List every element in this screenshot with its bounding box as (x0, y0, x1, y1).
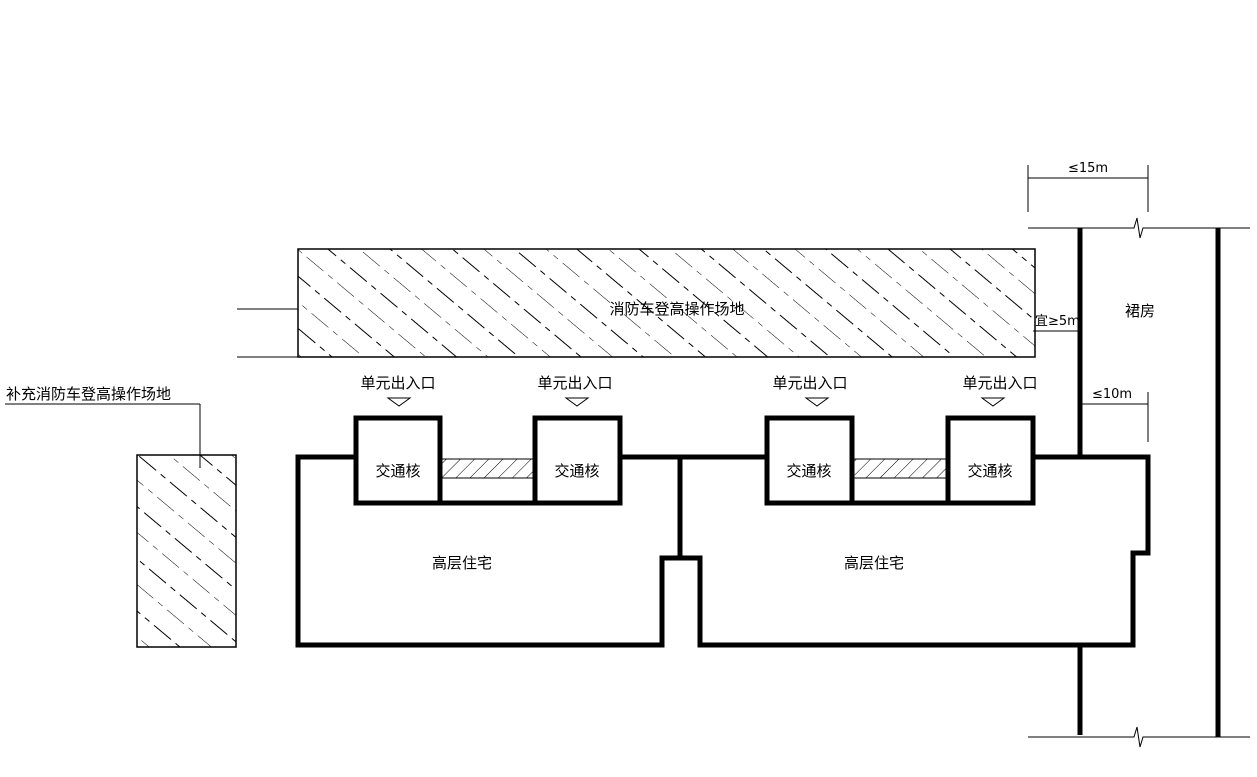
entrance-triangle-icon (564, 397, 590, 407)
dimension-podium-depth: ≤15m (1027, 161, 1149, 212)
dimension-label: ≤15m (1068, 161, 1108, 176)
entrance-label: 单元出入口 (962, 374, 1037, 392)
core: 交通核 (764, 415, 855, 506)
entrance-triangle-icon (386, 397, 412, 407)
core-label: 交通核 (786, 462, 831, 480)
entrance-triangle-icon (980, 397, 1006, 407)
corridor-hatch (441, 458, 534, 479)
dimension-site-overlap: ≤10m (1080, 387, 1149, 442)
entrance-label: 单元出入口 (772, 374, 847, 392)
high-rise-residential-outline (295, 454, 1151, 648)
core: 交通核 (353, 415, 443, 506)
entrance-marker: 单元出入口 (537, 374, 613, 407)
dimension-label: 宜≥5m (1035, 314, 1080, 329)
supplementary-fire-truck-site: 补充消防车登高操作场地 (5, 385, 237, 648)
core-label: 交通核 (375, 462, 420, 480)
fire-truck-site-label: 消防车登高操作场地 (609, 300, 744, 318)
dimension-site-distance: 宜≥5m (1033, 314, 1080, 332)
entrance-label: 单元出入口 (537, 374, 612, 392)
corridor-hatch (853, 458, 947, 479)
podium-label: 裙房 (1125, 302, 1155, 320)
core: 交通核 (945, 415, 1036, 506)
building-label: 高层住宅 (432, 554, 492, 572)
entrance-triangle-icon (804, 397, 830, 407)
entrance-label: 单元出入口 (360, 374, 435, 392)
core-label: 交通核 (967, 462, 1012, 480)
podium: 裙房 (1028, 217, 1250, 748)
fire-truck-site: 消防车登高操作场地 (237, 248, 1036, 358)
core: 交通核 (532, 415, 623, 506)
entrance-marker: 单元出入口 (962, 374, 1038, 407)
dimension-label: ≤10m (1092, 387, 1132, 402)
entrance-marker: 单元出入口 (772, 374, 848, 407)
core-label: 交通核 (554, 462, 599, 480)
building-label: 高层住宅 (844, 554, 904, 572)
supplementary-site-label: 补充消防车登高操作场地 (6, 385, 171, 403)
entrance-marker: 单元出入口 (360, 374, 436, 407)
